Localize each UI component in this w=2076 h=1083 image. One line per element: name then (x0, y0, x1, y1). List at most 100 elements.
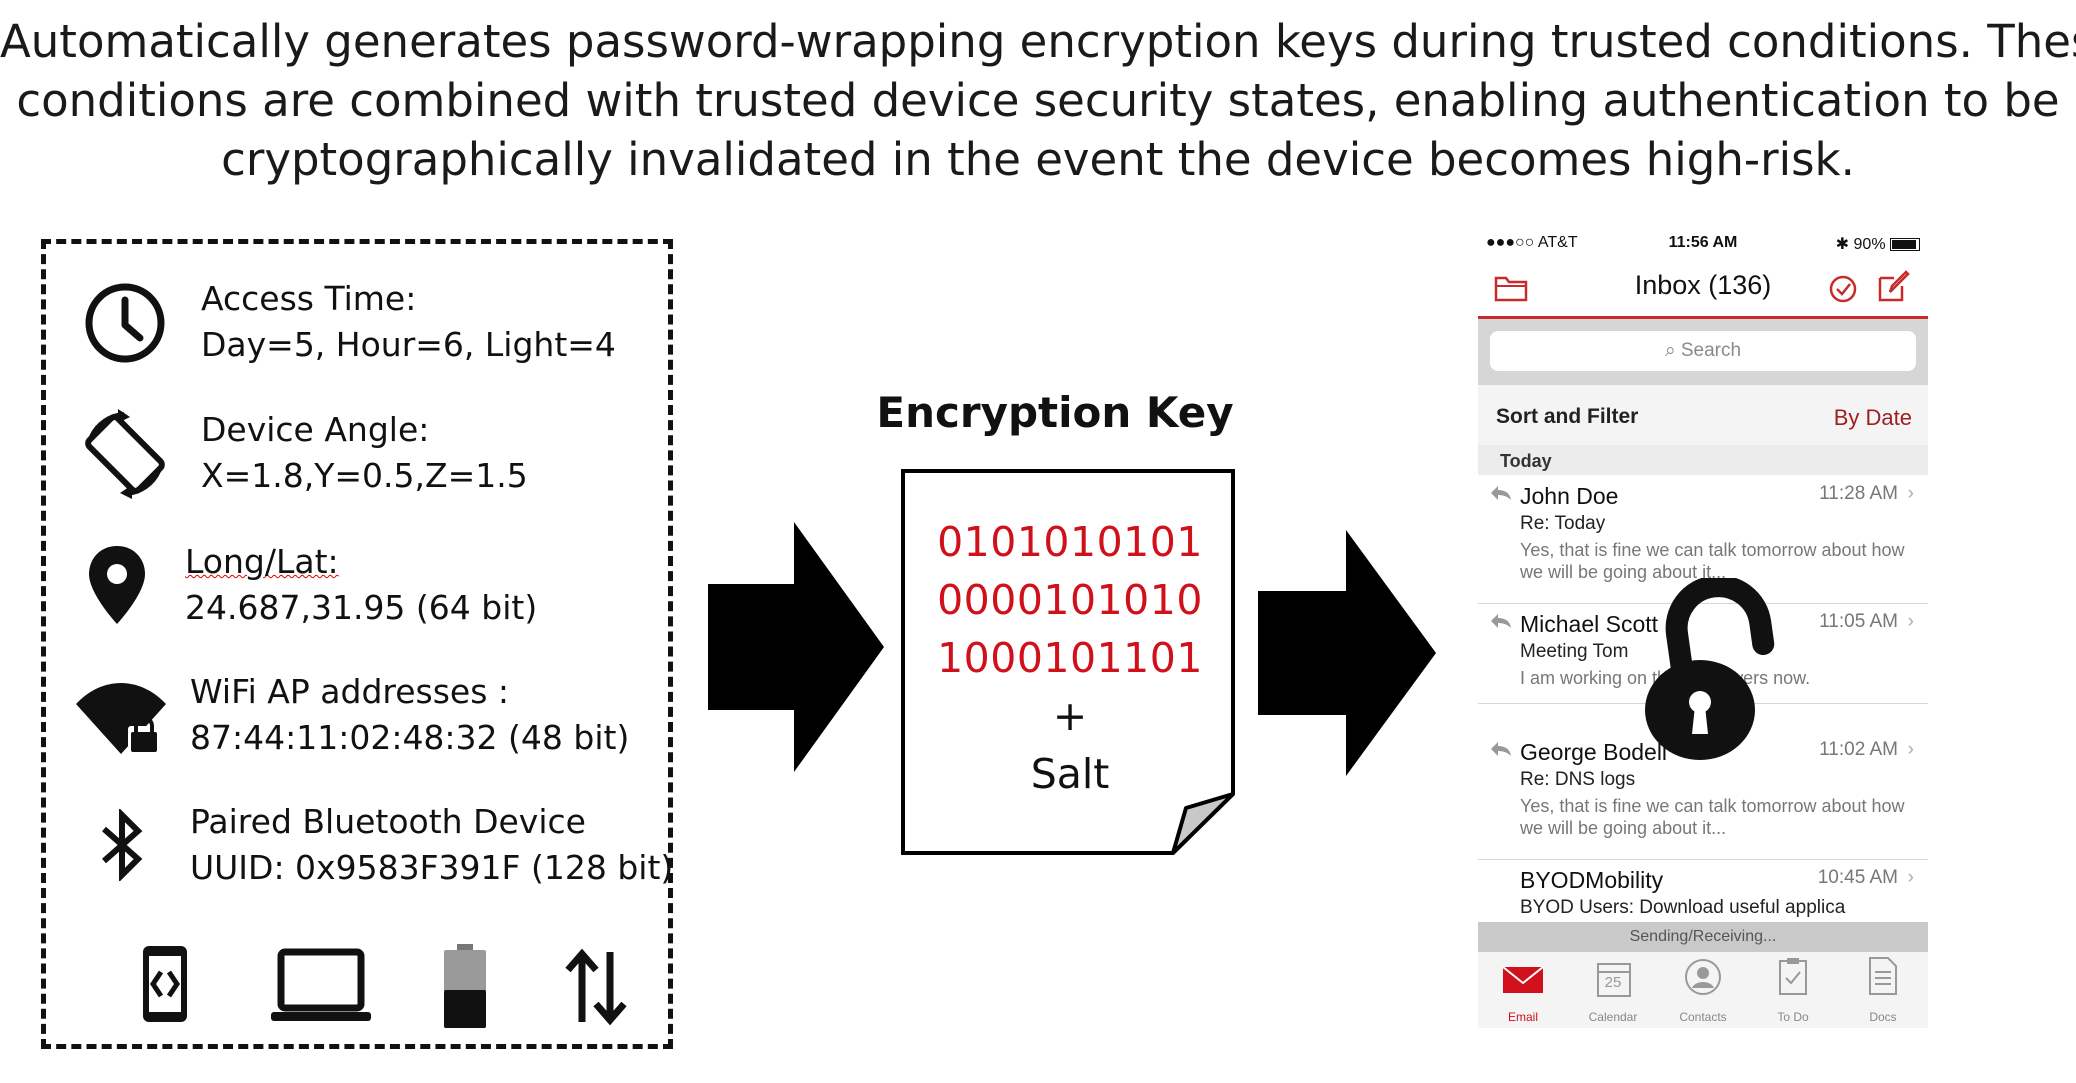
bluetooth-value: UUID: 0x9583F391F (128 bit) (190, 848, 674, 887)
tab-todo-label: To Do (1777, 1010, 1809, 1024)
select-check-icon[interactable] (1828, 274, 1858, 304)
email-sender: John Doe (1520, 483, 1619, 509)
encryption-key-title: Encryption Key (876, 388, 1234, 437)
map-pin-icon (89, 546, 145, 624)
access-time-label: Access Time: (201, 279, 417, 318)
key-binary-3: 1000101101 (937, 634, 1203, 682)
tab-docs-label: Docs (1869, 1010, 1897, 1024)
chevron-right-icon: › (1907, 611, 1914, 632)
compose-icon[interactable] (1876, 270, 1910, 304)
search-icon: ⌕ (1664, 340, 1676, 361)
email-preview: Yes, that is fine we can talk tomorrow a… (1520, 540, 1905, 582)
battery-percent: 90% (1853, 236, 1886, 253)
key-binary-1: 0101010101 (937, 518, 1203, 566)
sending-status: Sending/Receiving... (1478, 922, 1928, 952)
carrier-signal: ●●●○○ AT&T (1486, 234, 1578, 251)
email-row[interactable]: George Bodell 11:02 AM › Re: DNS logs Ye… (1478, 731, 1928, 860)
key-document-icon (901, 469, 1235, 855)
headline: Automatically generates password-wrappin… (0, 12, 2076, 189)
battery-status: ✱ 90% (1836, 234, 1920, 254)
wifi-lock-icon (76, 683, 166, 754)
envelope-icon (1502, 966, 1544, 993)
reply-arrow-icon (1491, 742, 1511, 756)
email-time: 11:05 AM (1819, 611, 1898, 632)
battery-icon (444, 944, 486, 1028)
arrow-right-2 (1258, 530, 1436, 776)
email-preview: Yes, that is fine we can talk tomorrow a… (1520, 796, 1905, 838)
headline-line-3: cryptographically invalidated in the eve… (221, 133, 1855, 186)
arrow-right-1 (708, 522, 884, 772)
document-icon (1869, 957, 1897, 995)
headline-line-2: conditions are combined with trusted dev… (16, 74, 2060, 127)
section-header-today: Today (1478, 445, 1928, 475)
email-row[interactable]: BYODMobility 10:45 AM › BYOD Users: Down… (1478, 859, 1928, 923)
tab-calendar[interactable]: 25 Calendar (1568, 952, 1658, 1028)
email-sender: BYODMobility (1520, 867, 1664, 893)
access-time-value: Day=5, Hour=6, Light=4 (201, 325, 616, 364)
bottom-tab-bar: Email 25 Calendar Contacts To Do (1478, 952, 1928, 1028)
email-subject: Re: Today (1520, 513, 1606, 534)
email-sender: Michael Scott (1520, 611, 1659, 637)
email-row[interactable]: John Doe 11:28 AM › Re: Today Yes, that … (1478, 475, 1928, 604)
calendar-day: 25 (1604, 974, 1622, 991)
clock-icon (85, 283, 165, 363)
headline-line-1: Automatically generates password-wrappin… (0, 15, 2076, 68)
sort-filter-bar: Sort and Filter By Date (1478, 385, 1928, 445)
tab-todo[interactable]: To Do (1748, 952, 1838, 1028)
section-label: Today (1500, 451, 1552, 471)
inbox-nav-bar: Inbox (136) (1478, 258, 1928, 319)
chevron-right-icon: › (1907, 483, 1914, 504)
email-sender: George Bodell (1520, 739, 1668, 765)
context-panel: Access Time: Day=5, Hour=6, Light=4 Devi… (41, 239, 673, 1049)
device-state-icons (46, 944, 668, 1034)
key-contents: 0101010101 0000101010 1000101101 + Salt (905, 513, 1235, 803)
bluetooth-label: Paired Bluetooth Device (190, 802, 586, 841)
laptop-icon (271, 948, 371, 1021)
device-code-icon (143, 946, 187, 1022)
access-time-text: Access Time: Day=5, Hour=6, Light=4 (201, 276, 616, 368)
key-plus: + (1052, 692, 1088, 740)
bluetooth-text: Paired Bluetooth Device UUID: 0x9583F391… (190, 799, 673, 891)
search-input[interactable]: ⌕ Search (1490, 331, 1916, 371)
reply-arrow-icon (1491, 614, 1511, 628)
location-value: 24.687,31.95 (64 bit) (185, 588, 538, 627)
folder-icon[interactable] (1494, 274, 1528, 302)
location-label: Long/Lat: (185, 542, 339, 581)
email-subject: Re: DNS logs (1520, 769, 1636, 790)
inbox-title: Inbox (136) (1634, 270, 1772, 300)
wifi-value: 87:44:11:02:48:32 (48 bit) (190, 718, 630, 757)
key-salt: Salt (1030, 750, 1110, 798)
sort-by-date-button[interactable]: By Date (1833, 405, 1912, 430)
tab-contacts[interactable]: Contacts (1658, 952, 1748, 1028)
email-time: 10:45 AM (1817, 867, 1898, 888)
bluetooth-icon (102, 809, 143, 881)
wifi-label: WiFi AP addresses : (190, 672, 510, 711)
phone-email-app: ●●●○○ AT&T 11:56 AM ✱ 90% Inbox (136) ⌕ … (1478, 228, 1928, 1028)
chevron-right-icon: › (1907, 867, 1914, 888)
device-angle-value: X=1.8,Y=0.5,Z=1.5 (201, 456, 528, 495)
bluetooth-status-icon: ✱ (1835, 236, 1850, 253)
tab-docs[interactable]: Docs (1838, 952, 1928, 1028)
battery-bar-icon (1890, 238, 1920, 252)
wifi-text: WiFi AP addresses : 87:44:11:02:48:32 (4… (190, 669, 629, 761)
key-binary-2: 0000101010 (937, 576, 1203, 624)
chevron-right-icon: › (1907, 739, 1914, 760)
status-bar: ●●●○○ AT&T 11:56 AM ✱ 90% (1478, 228, 1928, 258)
location-text: Long/Lat: 24.687,31.95 (64 bit) (185, 539, 537, 631)
email-subject: Meeting Tom (1520, 641, 1629, 662)
calendar-icon (1597, 963, 1631, 997)
device-angle-text: Device Angle: X=1.8,Y=0.5,Z=1.5 (201, 407, 528, 499)
sort-filter-button[interactable]: Sort and Filter (1496, 405, 1639, 428)
tab-email[interactable]: Email (1478, 952, 1568, 1028)
device-angle-label: Device Angle: (201, 410, 430, 449)
tab-calendar-label: Calendar (1588, 1010, 1638, 1024)
email-time: 11:28 AM (1819, 483, 1898, 504)
contacts-icon (1685, 959, 1721, 995)
unlocked-padlock-icon (1645, 578, 1775, 760)
tab-email-label: Email (1507, 1010, 1538, 1024)
tab-contacts-label: Contacts (1679, 1010, 1727, 1024)
screen-rotation-icon (85, 409, 165, 499)
email-subject: BYOD Users: Download useful applica (1520, 897, 1846, 918)
email-time: 11:02 AM (1819, 739, 1898, 760)
clipboard-check-icon (1779, 958, 1807, 995)
